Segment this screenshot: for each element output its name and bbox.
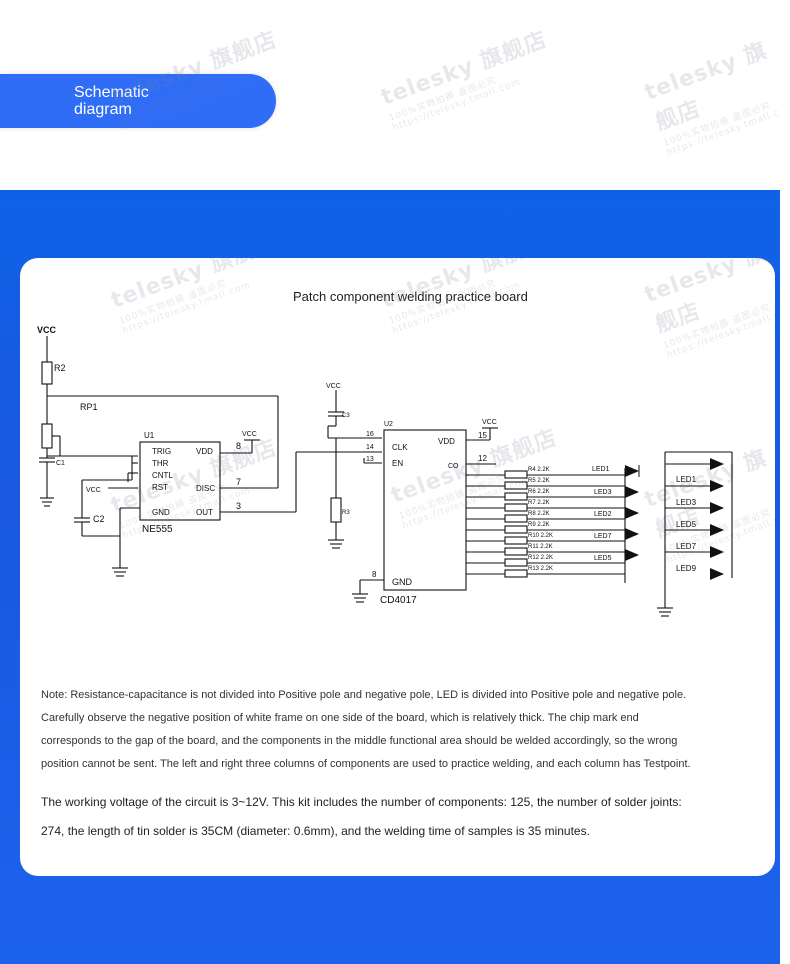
led-label: LED5 (676, 520, 697, 529)
gnd-pin-label: GND (152, 508, 170, 517)
pin8b-label: 8 (372, 570, 377, 579)
trig-pin-label: TRIG (152, 447, 171, 456)
vcc-555-label: VCC (242, 431, 257, 438)
led-labels-right: LED1 LED3 LED5 LED7 LED9 (676, 475, 697, 573)
led-label: LED1 (676, 475, 697, 484)
out-pin-label: OUT (196, 508, 213, 517)
pin15-label: 15 (478, 431, 487, 440)
cntl-pin-label: CNTL (152, 471, 173, 480)
note-line: Carefully observe the negative position … (41, 712, 639, 724)
u2-label: U2 (384, 421, 393, 428)
vdd2-pin-label: VDD (438, 437, 455, 446)
c3-label: C3 (342, 413, 350, 419)
led-label: LED3 (594, 489, 612, 496)
resistor-label: R5 2.2K (528, 478, 550, 484)
circuit-schematic: VCC R2 RP1 C1 C2 U1 TRIG THR CNTL RST GN… (37, 325, 733, 617)
c2-label: C2 (93, 514, 105, 524)
card-title: Patch component welding practice board (293, 289, 528, 304)
led-diodes-right (710, 458, 724, 580)
pin16-label: 16 (366, 431, 374, 438)
note-line: corresponds to the gap of the board, and… (41, 735, 678, 747)
led-label: LED7 (676, 542, 697, 551)
pin13-label: 13 (366, 456, 374, 463)
gnd2-pin-label: GND (392, 577, 413, 587)
vcc-label: VCC (37, 325, 57, 335)
led-diodes-left (625, 465, 640, 561)
disc-pin-label: DISC (196, 484, 215, 493)
section-header: Schematic diagram (0, 74, 276, 128)
u1-label: U1 (144, 431, 155, 440)
resistor-label: R7 2.2K (528, 500, 550, 506)
led-label: LED1 (592, 466, 610, 473)
ne555-label: NE555 (142, 524, 173, 535)
section-title: Schematic diagram (74, 84, 149, 118)
resistor-label: R9 2.2K (528, 522, 550, 528)
vcc-c3-label: VCC (326, 383, 341, 390)
resistor-label: R6 2.2K (528, 489, 550, 495)
kit-specification: The working voltage of the circuit is 3~… (41, 788, 761, 846)
assembly-note: Note: Resistance-capacitance is not divi… (41, 684, 761, 776)
c1-label: C1 (56, 460, 65, 467)
clk-pin-label: CLK (392, 443, 408, 452)
vcc-4017-label: VCC (482, 419, 497, 426)
r2-label: R2 (54, 363, 66, 373)
spec-line: The working voltage of the circuit is 3~… (41, 795, 682, 809)
en-pin-label: EN (392, 459, 403, 468)
vdd-pin-label: VDD (196, 447, 213, 456)
resistor-label: R10 2.2K (528, 533, 553, 539)
r3-label: R3 (342, 510, 350, 516)
co-pin-label: CO (448, 463, 459, 470)
led-labels-left: LED1 LED3 LED2 LED7 LED5 (592, 466, 612, 562)
led-label: LED9 (676, 564, 697, 573)
pin7-label: 7 (236, 477, 241, 487)
pin14-label: 14 (366, 444, 374, 451)
resistor-labels: R4 2.2K R5 2.2K R6 2.2K R7 2.2K R8 2.2K … (528, 467, 553, 572)
cd4017-label: CD4017 (380, 595, 417, 606)
resistor-label: R4 2.2K (528, 467, 550, 473)
rp1-label: RP1 (80, 402, 98, 412)
pin3-label: 3 (236, 501, 241, 511)
resistor-label: R11 2.2K (528, 544, 553, 550)
resistor-label: R8 2.2K (528, 511, 550, 517)
resistor-label: R13 2.2K (528, 566, 553, 572)
led-label: LED3 (676, 498, 697, 507)
note-line: position cannot be sent. The left and ri… (41, 758, 691, 770)
note-line: Note: Resistance-capacitance is not divi… (41, 689, 687, 701)
schematic-card: Patch component welding practice board t… (20, 258, 775, 876)
pin8-label: 8 (236, 441, 241, 451)
led-label: LED2 (594, 511, 612, 518)
thr-pin-label: THR (152, 459, 169, 468)
led-label: LED5 (594, 555, 612, 562)
vcc-rst-label: VCC (86, 487, 101, 494)
output-resistor-array (466, 470, 625, 578)
resistor-label: R12 2.2K (528, 555, 553, 561)
spec-line: 274, the length of tin solder is 35CM (d… (41, 824, 590, 838)
led-label: LED7 (594, 533, 612, 540)
rst-pin-label: RST (152, 483, 168, 492)
pin12-label: 12 (478, 454, 487, 463)
right-edge (780, 0, 790, 964)
